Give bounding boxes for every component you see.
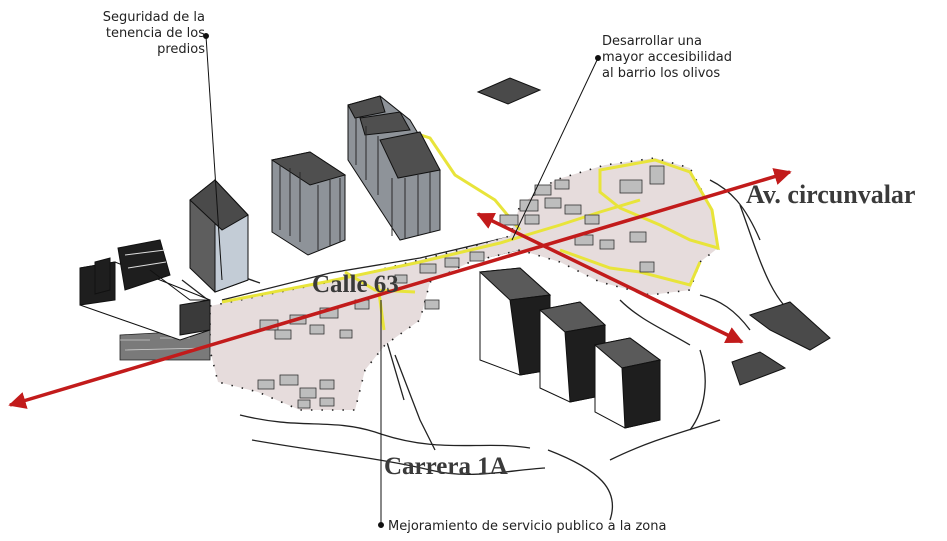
dark-towers-right <box>478 267 662 429</box>
street-label-carrera-1a: Carrera 1A <box>384 453 508 480</box>
street-label-av-circunvalar: Av. circunvalar <box>746 180 916 209</box>
street-label-calle-63: Calle 63 <box>312 271 399 298</box>
annotation-seguridad: Seguridad de la tenencia de los predios <box>102 10 205 57</box>
tower-cluster-top <box>347 95 441 241</box>
arrow-av-circunvalar <box>8 168 792 409</box>
direction-arrows <box>8 168 792 409</box>
arrow-calle-63 <box>476 212 744 344</box>
annotation-servicio-publico: Mejoramiento de servicio publico a la zo… <box>388 519 667 534</box>
tower-cluster-center <box>270 151 347 256</box>
annotation-accesibilidad: Desarrollar una mayor accesibilidad al b… <box>602 34 732 81</box>
leader-lines <box>203 33 601 528</box>
